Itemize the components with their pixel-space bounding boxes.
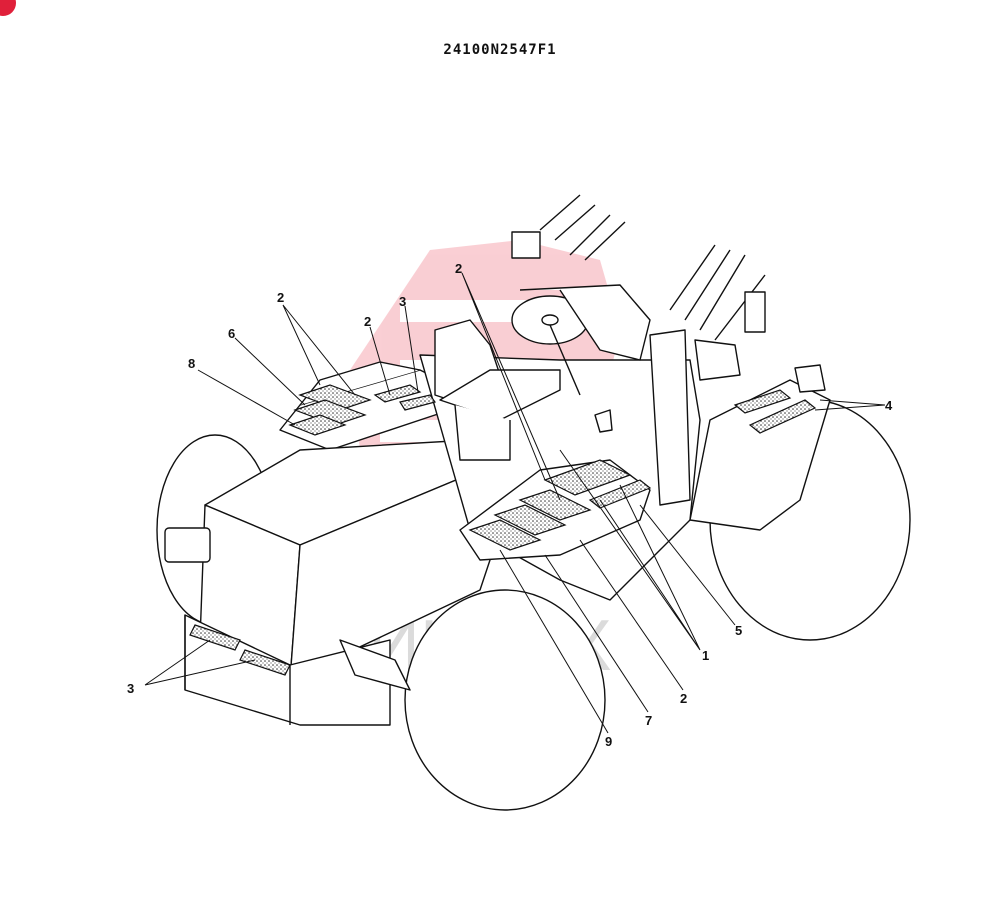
callout-2-left: 2 [277,290,284,305]
callout-1: 1 [702,648,709,663]
front-left-wheel [404,589,606,811]
callout-3-front: 3 [127,681,134,696]
document-code: 24100N2547F1 [443,42,557,58]
callout-2-top: 2 [455,261,462,276]
callout-7: 7 [645,713,652,728]
callout-5: 5 [735,623,742,638]
callout-8: 8 [188,356,195,371]
callout-2-mid: 2 [364,314,371,329]
callout-2-bottom: 2 [680,691,687,706]
callout-3-top: 3 [399,294,406,309]
corner-badge [0,0,16,16]
callout-6: 6 [228,326,235,341]
callout-9: 9 [605,734,612,749]
callout-4: 4 [885,398,893,413]
